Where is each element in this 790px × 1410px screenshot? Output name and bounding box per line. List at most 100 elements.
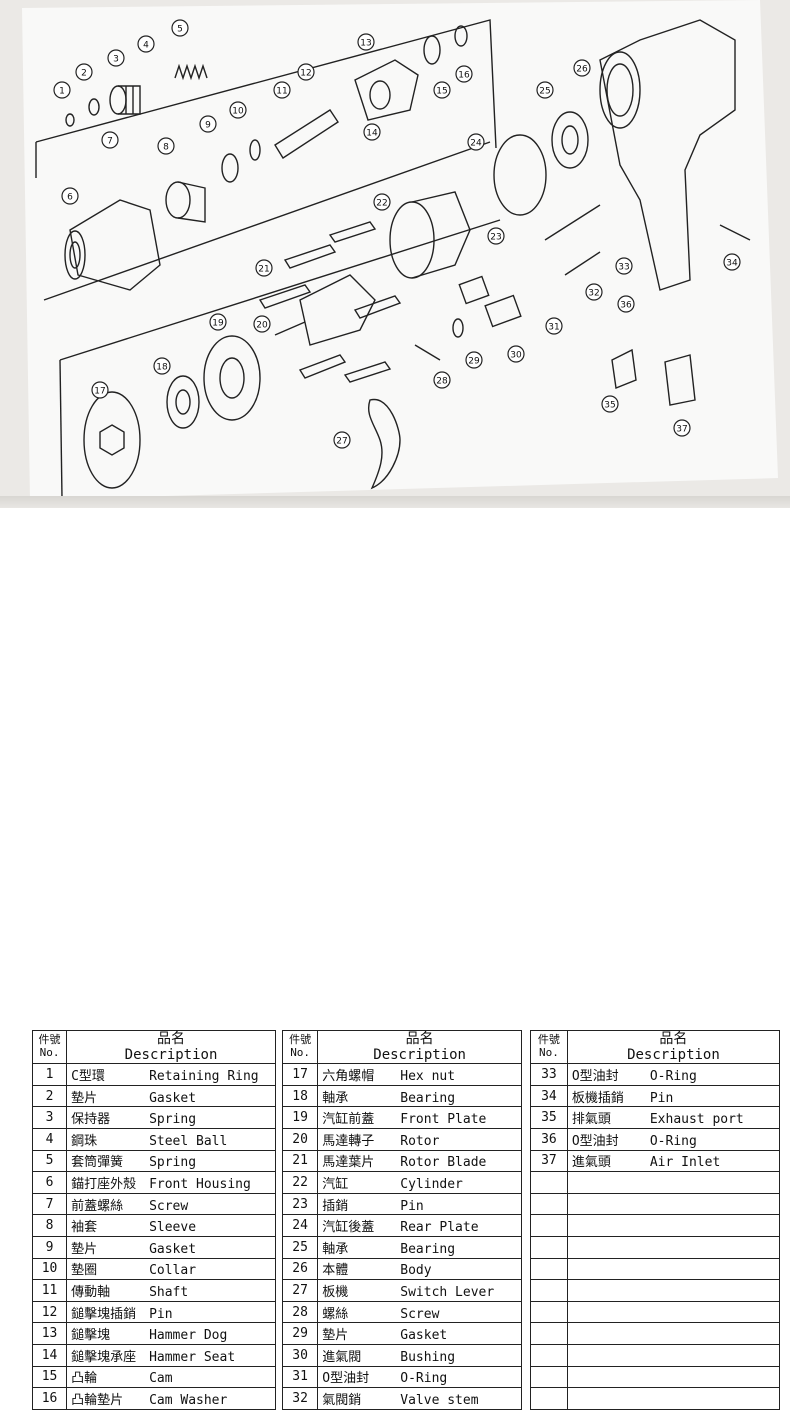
valve-stem-part (564, 251, 601, 276)
part-name-chinese: 馬達葉片 (322, 1155, 375, 1171)
frame-line (35, 19, 497, 149)
part-number: 20 (281, 1127, 319, 1151)
part-name-english: O-Ring (649, 1133, 697, 1149)
part-name-english: Gasket (149, 1241, 197, 1257)
part-number: 7 (31, 1192, 68, 1216)
part-name-chinese: 袖套 (71, 1220, 98, 1236)
part-name-chinese: 進氣閥 (322, 1349, 362, 1365)
rotor-blade-part (283, 244, 337, 269)
part-number: 19 (281, 1106, 319, 1129)
part-number: 24 (281, 1214, 319, 1237)
callout-label: 6 (67, 193, 73, 203)
part-name-chinese: 鋼珠 (71, 1133, 98, 1149)
part-name-chinese: 軸承 (322, 1241, 349, 1257)
part-name-chinese: 板機 (322, 1284, 349, 1300)
sleeve-part (165, 181, 206, 223)
callout-21: 21 (255, 259, 273, 277)
part-description (566, 1257, 781, 1281)
callout-label: 32 (588, 289, 599, 299)
bearing-part (166, 375, 200, 429)
part-description (566, 1322, 781, 1345)
callout-label: 15 (436, 87, 447, 97)
callout-label: 23 (490, 233, 501, 243)
part-name-chinese: C型環 (71, 1068, 105, 1084)
part-number (530, 1171, 568, 1194)
callout-label: 5 (177, 25, 183, 35)
part-name-english: Pin (649, 1090, 674, 1106)
part-name-chinese: O型油封 (571, 1133, 619, 1149)
part-number: 4 (31, 1127, 68, 1151)
part-name-english: Bushing (400, 1349, 456, 1365)
part-name-chinese: 六角螺帽 (322, 1068, 375, 1084)
part-name-english: Gasket (400, 1328, 448, 1344)
part-name-english: Valve stem (400, 1392, 479, 1408)
callout-label: 31 (548, 323, 559, 333)
callout-10: 10 (229, 101, 247, 119)
part-name-english: Hex nut (400, 1068, 456, 1084)
spring-holder-part (109, 85, 141, 115)
part-name-chinese: 汽缸前蓋 (322, 1112, 375, 1128)
part-name-chinese: O型油封 (571, 1068, 619, 1084)
part-name-chinese: 鎚擊塊承座 (71, 1349, 137, 1365)
part-name-english: Pin (149, 1306, 173, 1322)
part-number: 37 (530, 1149, 568, 1173)
part-number: 14 (31, 1343, 68, 1367)
callout-36: 36 (617, 295, 635, 313)
part-name-chinese: 進氣頭 (571, 1155, 611, 1171)
part-description (566, 1171, 781, 1194)
part-name-english: Switch Lever (400, 1284, 495, 1300)
callout-label: 25 (539, 87, 550, 97)
table-row (530, 1214, 781, 1237)
table-row (530, 1322, 781, 1345)
rotor-blade-part (298, 354, 347, 379)
callout-label: 1 (59, 87, 65, 97)
gasket-part (88, 98, 100, 116)
callout-19: 19 (209, 313, 227, 331)
callout-15: 15 (433, 81, 451, 99)
callout-label: 14 (366, 129, 378, 139)
part-number (530, 1235, 568, 1259)
part-number (530, 1214, 568, 1237)
part-name-english: Cam (149, 1371, 173, 1387)
part-number: 35 (530, 1106, 568, 1129)
collar-part (249, 139, 261, 161)
part-name-chinese: 板機插銷 (571, 1090, 624, 1106)
paper-sheet (22, 0, 778, 500)
bushing-part (458, 275, 490, 305)
exhaust-port-part (611, 348, 637, 389)
part-name-chinese: 汽缸後蓋 (322, 1220, 375, 1236)
screw-part (414, 344, 441, 361)
bearing-part (551, 111, 589, 169)
callout-label: 8 (163, 143, 169, 153)
callout-20: 20 (253, 315, 271, 333)
